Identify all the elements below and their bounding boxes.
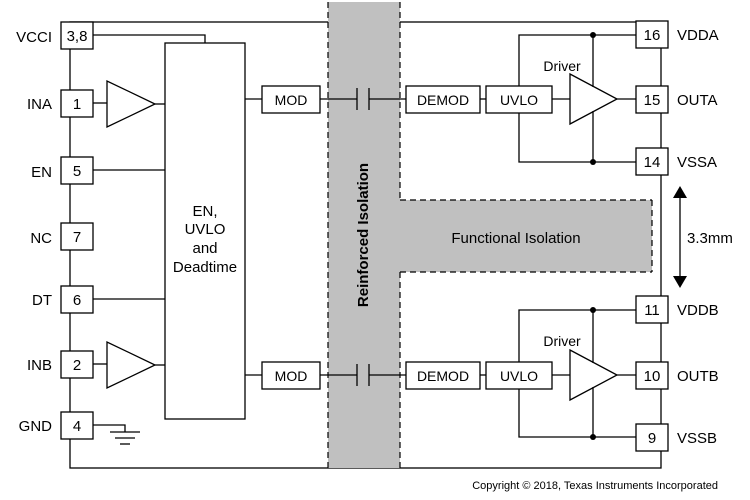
- driver-label-a: Driver: [543, 58, 581, 74]
- reinforced-isolation-barrier: [328, 2, 400, 468]
- pin-signal-outb: OUTB: [677, 368, 719, 385]
- inb-buffer: [106, 340, 157, 390]
- pin-signal-vddb: VDDB: [677, 302, 719, 319]
- pin-signal-en: EN: [31, 164, 52, 181]
- right-pin-vssa: 14 VSSA: [635, 147, 717, 176]
- right-pin-outa: 15 OUTA: [635, 85, 718, 114]
- pin-number-gnd: 4: [73, 418, 81, 435]
- mod-label-b: MOD: [275, 368, 308, 384]
- core-control-block: [164, 42, 246, 420]
- pin-signal-vssa: VSSA: [677, 154, 717, 171]
- pin-box-vddb: [635, 295, 669, 324]
- core-block-line-3: and: [192, 240, 217, 257]
- demod-label-a: DEMOD: [417, 92, 469, 108]
- left-pin-gnd: GND 4: [19, 411, 94, 440]
- pin-signal-gnd: GND: [19, 418, 53, 435]
- core-block-line-2: UVLO: [185, 221, 226, 238]
- mod-label-a: MOD: [275, 92, 308, 108]
- pin-box-dt: [60, 285, 94, 314]
- uvlo-label-b: UVLO: [500, 368, 538, 384]
- pin-number-inb: 2: [73, 357, 81, 374]
- pin-signal-dt: DT: [32, 292, 52, 309]
- pin-signal-ina: INA: [27, 96, 52, 113]
- mod-block-b: [261, 361, 321, 390]
- pin-number-vssa: 14: [644, 154, 661, 171]
- right-pin-outb: 10 OUTB: [635, 361, 719, 390]
- pin-number-outa: 15: [644, 92, 661, 109]
- right-pin-vdda: 16 VDDA: [635, 20, 719, 49]
- core-block-line-1: EN,: [192, 203, 217, 220]
- spacing-label: 3.3mm: [687, 230, 733, 247]
- pin-box-vssb: [635, 423, 669, 452]
- pin-box-ina: [60, 89, 94, 118]
- functional-isolation-region: [400, 200, 652, 272]
- pin-number-vdda: 16: [644, 27, 661, 44]
- demod-label-b: DEMOD: [417, 368, 469, 384]
- pin-number-vcci: 3,8: [67, 28, 88, 45]
- pin-number-ina: 1: [73, 96, 81, 113]
- pin-number-nc: 7: [73, 229, 81, 246]
- pin-signal-inb: INB: [27, 357, 52, 374]
- vcci-wire: [93, 34, 206, 43]
- left-pin-ina: INA 1: [27, 89, 94, 118]
- vdda-rail: [518, 34, 636, 86]
- pin-box-vdda: [635, 20, 669, 49]
- driver-label-b: Driver: [543, 333, 581, 349]
- pin-signal-vdda: VDDA: [677, 27, 719, 44]
- pin-number-dt: 6: [73, 292, 81, 309]
- left-pin-nc: NC 7: [30, 222, 94, 251]
- pin-signal-nc: NC: [30, 230, 52, 247]
- pin-box-inb: [60, 350, 94, 379]
- copyright-notice: Copyright © 2018, Texas Instruments Inco…: [472, 480, 718, 492]
- left-pin-dt: DT 6: [32, 285, 94, 314]
- ground-icon: [110, 431, 140, 445]
- right-pin-vssb: 9 VSSB: [635, 423, 717, 452]
- gnd-wire: [93, 424, 126, 432]
- pin-box-outb: [635, 361, 669, 390]
- pin-number-outb: 10: [644, 368, 661, 385]
- core-block-line-4: Deadtime: [173, 259, 237, 276]
- left-pin-vcci: VCCI 3,8: [16, 21, 94, 50]
- reinforced-isolation-label: Reinforced Isolation: [355, 163, 372, 307]
- uvlo-block-a: [485, 85, 553, 114]
- demod-block-b: [405, 361, 481, 390]
- pin-number-vssb: 9: [648, 430, 656, 447]
- ina-buffer: [106, 79, 157, 129]
- pin-signal-vcci: VCCI: [16, 29, 52, 46]
- right-pin-vddb: 11 VDDB: [635, 295, 719, 324]
- pin-box-nc: [60, 222, 94, 251]
- pin-box-vssa: [635, 147, 669, 176]
- left-pin-inb: INB 2: [27, 350, 94, 379]
- pin-box-gnd: [60, 411, 94, 440]
- left-pin-en: EN 5: [31, 156, 94, 185]
- pin-number-vddb: 11: [644, 302, 660, 319]
- vssa-rail: [518, 113, 636, 163]
- pin-number-en: 5: [73, 163, 81, 180]
- pin-signal-outa: OUTA: [677, 92, 718, 109]
- pin-box-outa: [635, 85, 669, 114]
- vssb-rail: [518, 389, 636, 438]
- pin-signal-vssb: VSSB: [677, 430, 717, 447]
- functional-isolation-label: Functional Isolation: [451, 230, 580, 247]
- vddb-rail: [518, 309, 636, 362]
- demod-block-a: [405, 85, 481, 114]
- uvlo-label-a: UVLO: [500, 92, 538, 108]
